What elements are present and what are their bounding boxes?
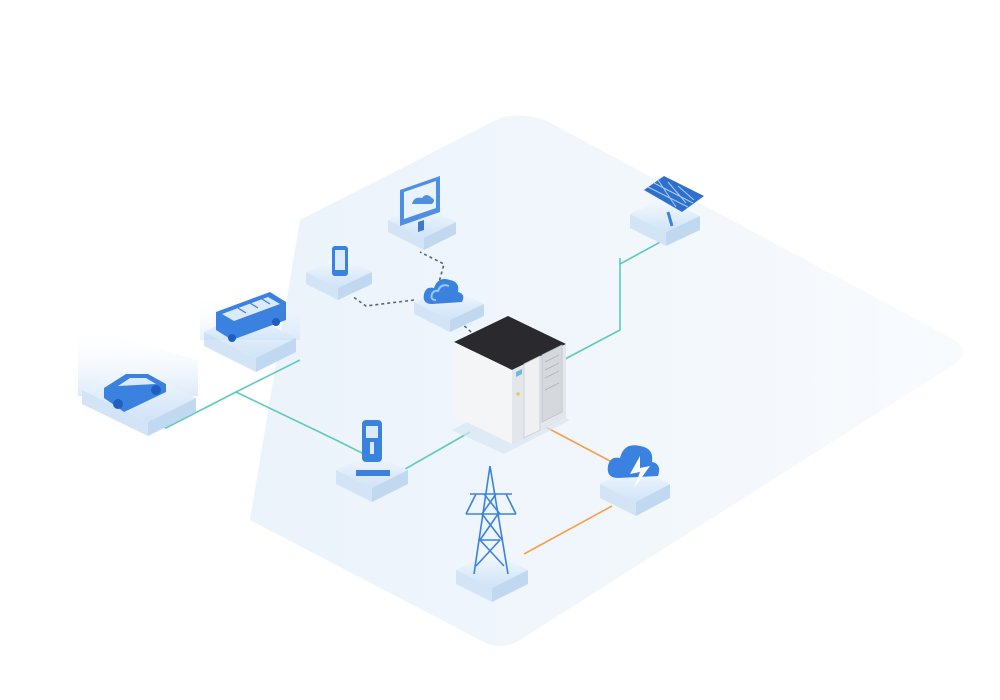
energy-storage-cabinet-icon: [454, 316, 566, 444]
node-bus: [200, 292, 300, 372]
smartphone-icon: [332, 246, 348, 276]
connection-cabinet-charger: [234, 359, 471, 473]
node-smartphone: [306, 246, 372, 300]
node-power-tower: [456, 465, 528, 602]
node-solar-panel: [630, 176, 704, 246]
power-tower-icon: [465, 465, 517, 575]
node-car: [78, 326, 198, 436]
diagram-title: [0, 0, 1, 1]
connections: [127, 239, 665, 555]
cloud-icon: [423, 279, 464, 304]
platform-floor: [250, 115, 964, 646]
connection-cloud-phone: [351, 295, 415, 307]
monitor-cloud-icon: [400, 176, 440, 232]
connection-storm-tower: [523, 505, 613, 555]
storm-cloud-icon: [607, 445, 660, 488]
node-cloud: [414, 279, 484, 332]
node-energy-storage-cabinet: [452, 316, 570, 454]
node-storm-cloud: [600, 445, 670, 516]
solar-panel-icon: [644, 176, 704, 227]
bus-icon: [216, 292, 286, 342]
connection-cloud-monitor: [419, 251, 445, 287]
connection-cabinet-storm: [539, 423, 613, 463]
car-icon: [104, 374, 166, 412]
connection-cabinet-solar: [547, 239, 665, 369]
node-monitor-cloud: [388, 176, 456, 250]
ev-charger-icon: [356, 420, 390, 476]
connection-cabinet-cloud: [459, 321, 481, 341]
node-ev-charger: [336, 420, 408, 502]
